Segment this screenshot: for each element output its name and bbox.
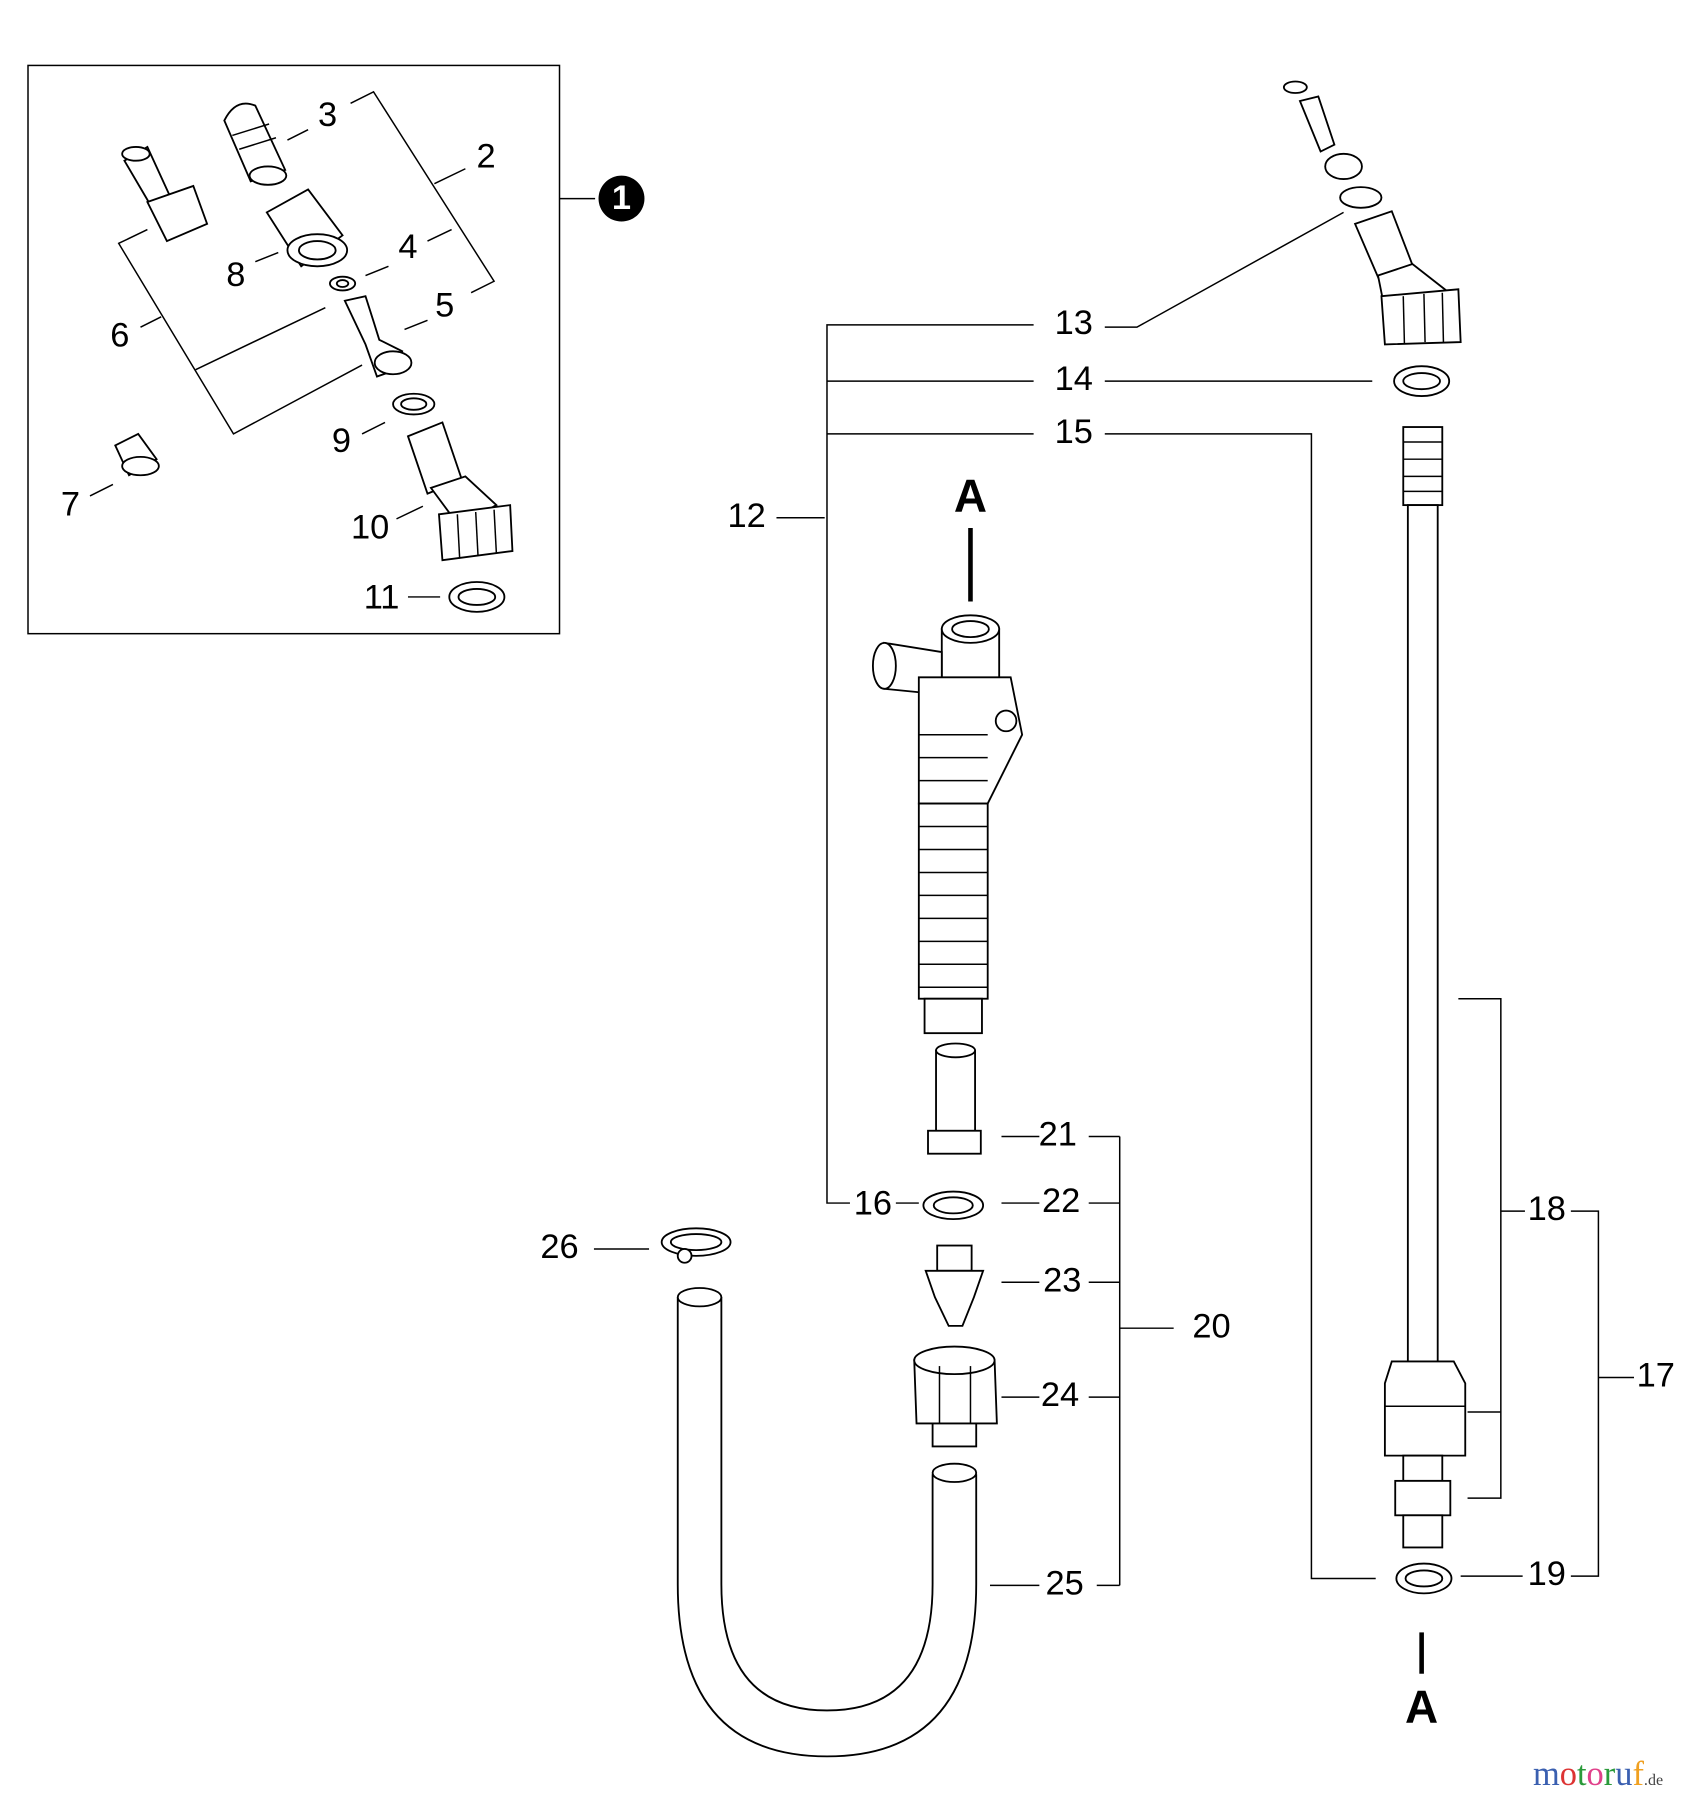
part-8-nut bbox=[265, 188, 349, 268]
callout-6: 6 bbox=[110, 317, 129, 355]
callout-18: 18 bbox=[1528, 1190, 1566, 1228]
callout-21: 21 bbox=[1039, 1116, 1077, 1154]
part-7-tip bbox=[114, 432, 160, 477]
callout-13: 13 bbox=[1055, 304, 1093, 342]
part-6-nozzle-cap bbox=[121, 145, 209, 243]
part-5-valve bbox=[343, 295, 413, 378]
callout-26: 26 bbox=[540, 1228, 578, 1266]
callout-9: 9 bbox=[332, 422, 351, 460]
watermark-logo: motoruf.de bbox=[1533, 1755, 1663, 1793]
part-23-hose-barb bbox=[924, 1244, 985, 1327]
callout-10: 10 bbox=[351, 508, 389, 546]
callout-25: 25 bbox=[1045, 1564, 1083, 1602]
nozzle-assembly-inset bbox=[27, 64, 561, 635]
part-26-hose-clamp bbox=[660, 1227, 732, 1264]
part-3-nozzle-tip bbox=[223, 102, 288, 186]
callout-19: 19 bbox=[1528, 1555, 1566, 1593]
callout-22: 22 bbox=[1042, 1182, 1080, 1220]
callout-17: 17 bbox=[1637, 1357, 1675, 1395]
callout-7: 7 bbox=[61, 485, 80, 523]
part-10-elbow bbox=[406, 421, 514, 562]
callout-8: 8 bbox=[226, 256, 245, 294]
callout-15: 15 bbox=[1055, 413, 1093, 451]
part-25-hose bbox=[676, 1287, 978, 1758]
pickup-body-assembly bbox=[871, 614, 1024, 1035]
part-21-filter bbox=[927, 1042, 982, 1155]
callout-20: 20 bbox=[1192, 1307, 1230, 1345]
callout-24: 24 bbox=[1041, 1376, 1079, 1414]
callout-11: 11 bbox=[364, 578, 400, 616]
callout-14: 14 bbox=[1055, 360, 1093, 398]
callout-2: 2 bbox=[476, 138, 495, 176]
connection-marker-a-bottom: A bbox=[1405, 1681, 1438, 1733]
wand-nozzle-assembly bbox=[1282, 80, 1462, 346]
part-24-hex-nut bbox=[913, 1345, 998, 1448]
callout-16: 16 bbox=[854, 1184, 892, 1222]
callout-5: 5 bbox=[435, 287, 454, 325]
callout-12: 12 bbox=[727, 497, 765, 535]
connection-marker-a-top: A bbox=[954, 469, 987, 521]
assembly-1-badge bbox=[598, 175, 645, 222]
callout-1: 1 bbox=[612, 179, 631, 217]
callout-4: 4 bbox=[398, 228, 417, 266]
part-18-wand-rod bbox=[1383, 426, 1467, 1549]
callout-3: 3 bbox=[318, 96, 337, 134]
callout-23: 23 bbox=[1043, 1261, 1081, 1299]
